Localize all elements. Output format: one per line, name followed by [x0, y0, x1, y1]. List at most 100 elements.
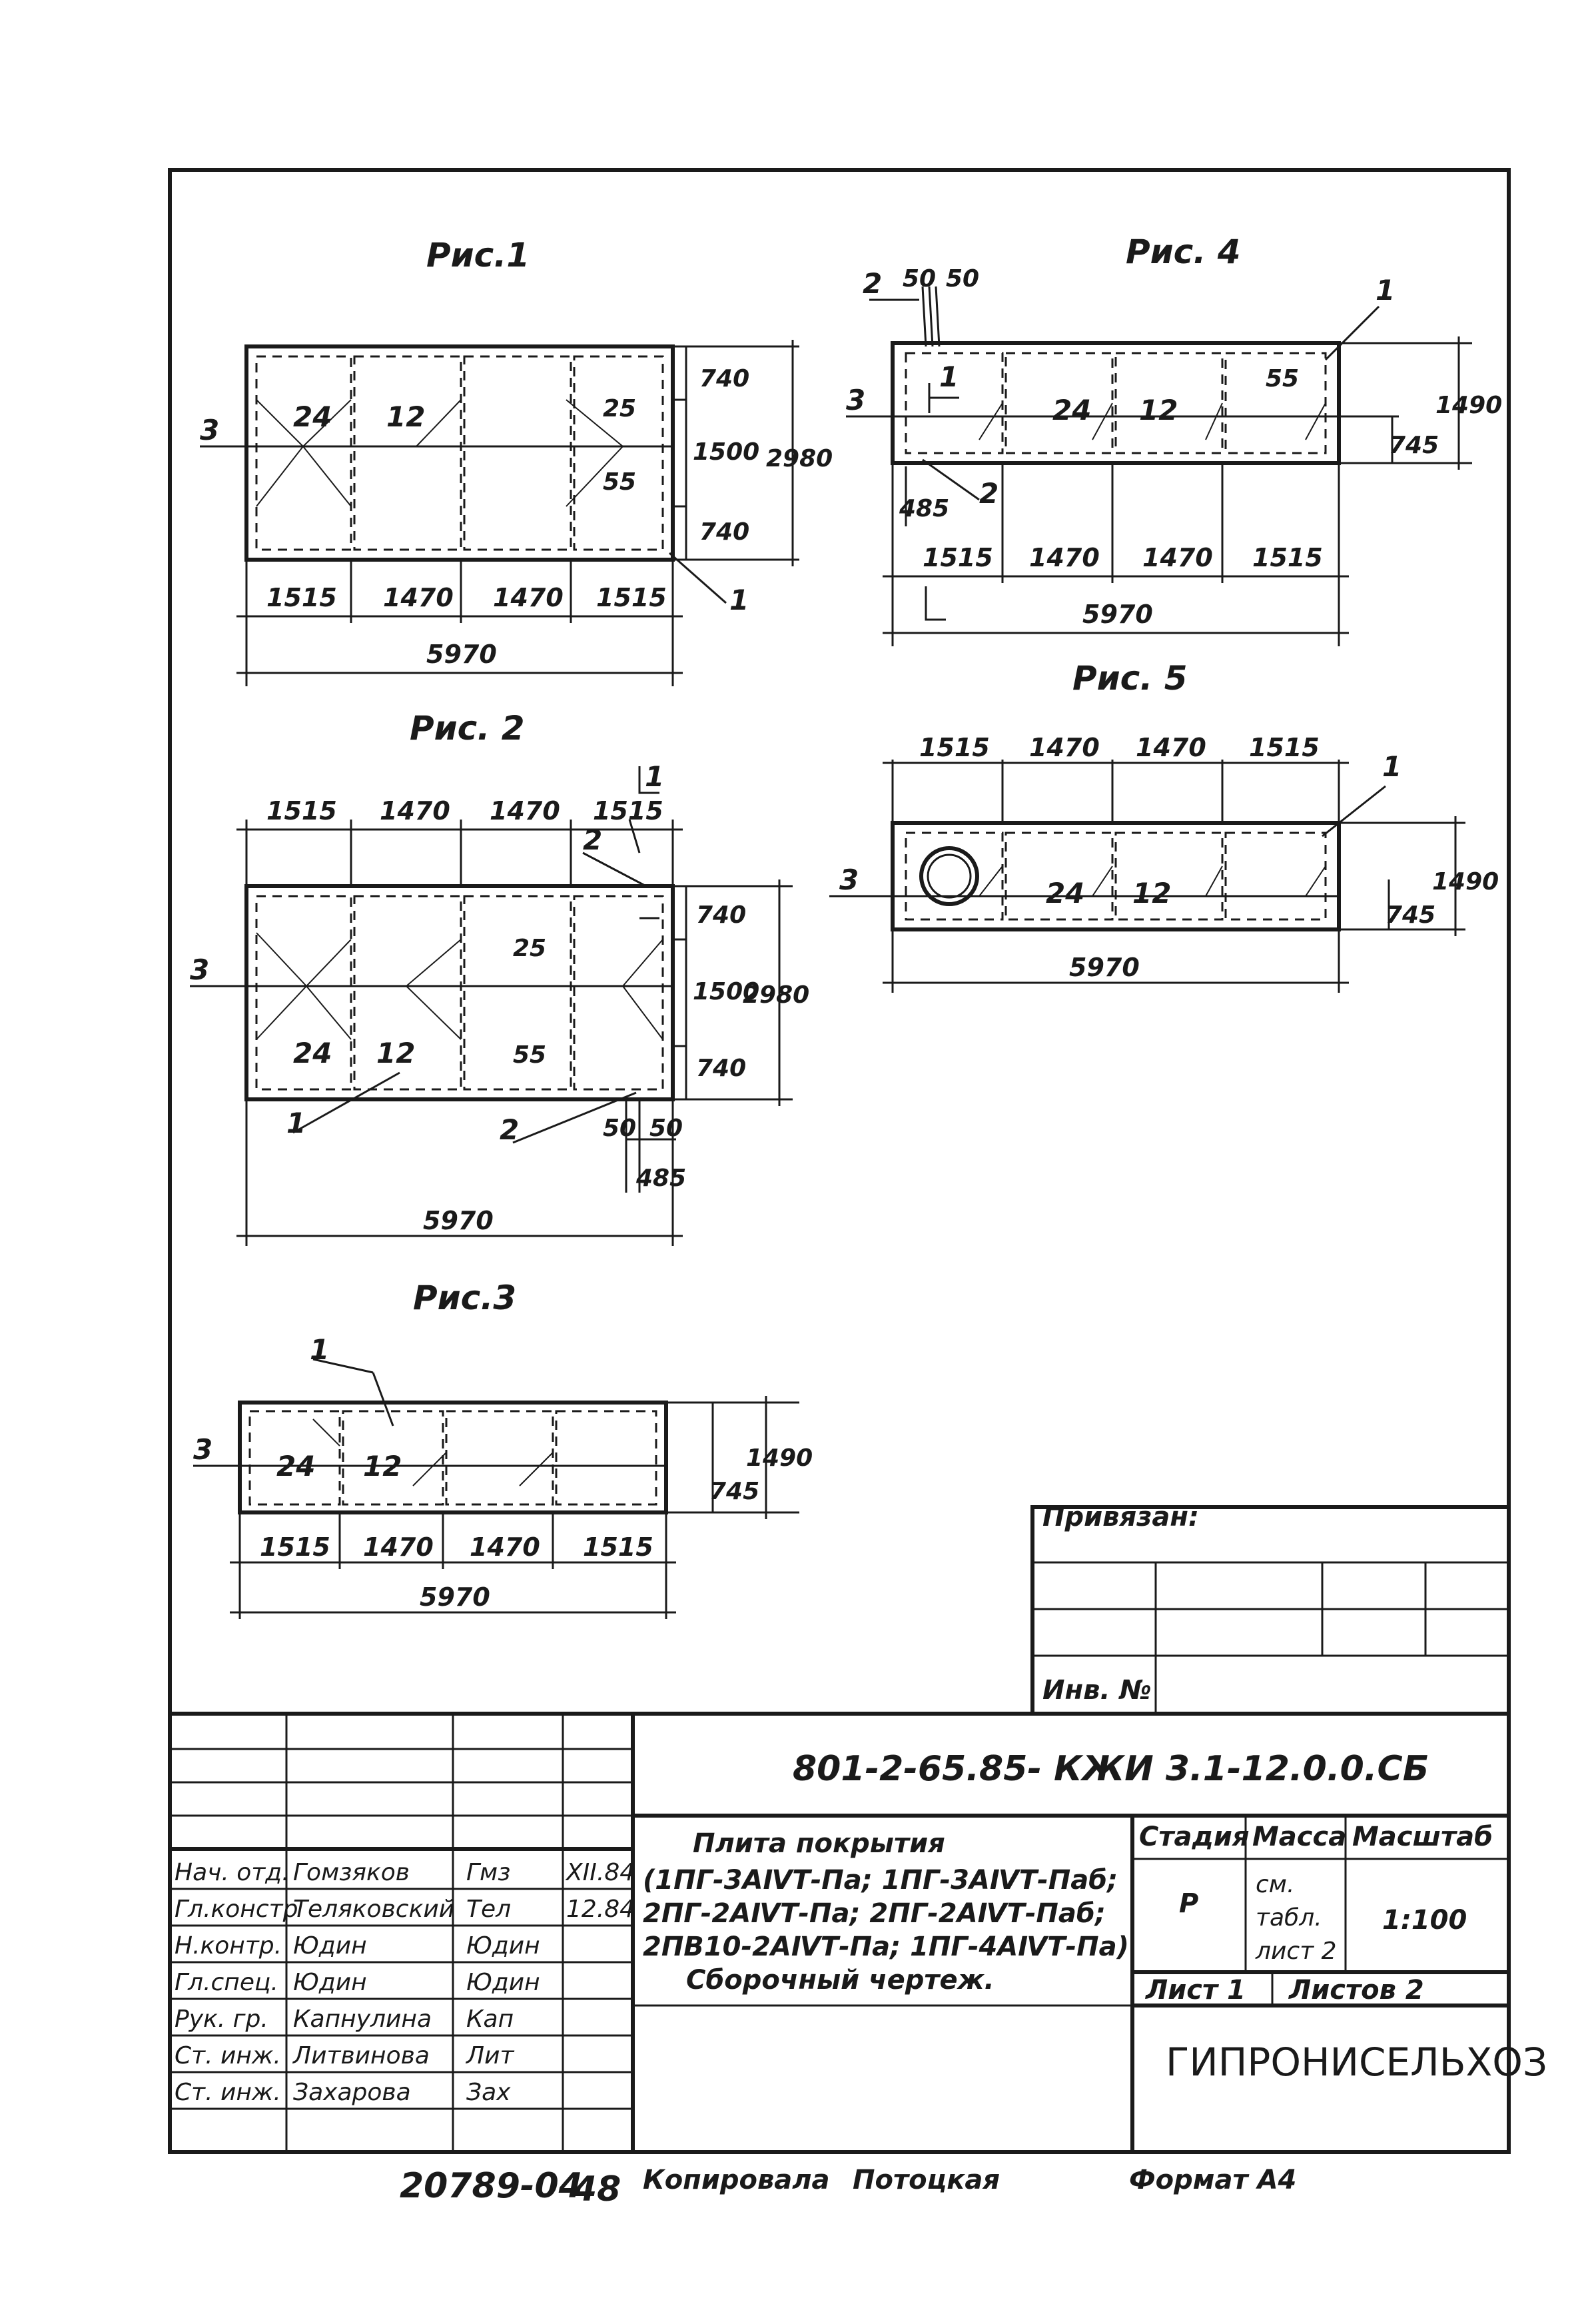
staff-cell: Гл.констр: [175, 1896, 298, 1923]
staff-cell: Нач. отд.: [175, 1859, 290, 1886]
fig2-total: 5970: [423, 1206, 494, 1235]
fig5-total: 5970: [1069, 953, 1140, 982]
staff-cell: 12.84: [566, 1896, 635, 1923]
fig2-w2: 1470: [380, 796, 450, 826]
staff-row: Нач. отд. Гомзяков Гмз XII.84: [175, 1859, 635, 1886]
binding-inv-label: Инв. №: [1042, 1675, 1152, 1706]
fig2-note-485: 485: [635, 1165, 686, 1192]
fig5-mark-24: 24: [1046, 877, 1084, 909]
fig5-title: Рис. 5: [1072, 659, 1188, 698]
fig4-callout-2-top: 2: [863, 267, 882, 300]
stage-value: Р: [1179, 1888, 1198, 1919]
staff-cell: Тел: [466, 1896, 511, 1923]
staff-cell: Теляковский: [293, 1896, 454, 1923]
staff-row: Н.контр. Юдин Юдин: [175, 1932, 540, 1960]
footer-sheet-no: 48: [572, 2169, 621, 2209]
fig2-callout-2-bottom: 2: [500, 1113, 519, 1146]
footer-copied-label: Копировала: [643, 2165, 830, 2195]
fig2-title: Рис. 2: [410, 709, 525, 748]
scale-value: 1:100: [1382, 1905, 1467, 1936]
staff-row: Ст. инж. Литвинова Лит: [175, 2042, 514, 2069]
mass-value-2: табл.: [1256, 1904, 1322, 1932]
fig3-callout-3: 3: [193, 1433, 212, 1466]
fig3-callout-1: 1: [310, 1333, 329, 1366]
fig3-mark-12: 12: [363, 1450, 402, 1482]
fig1-title: Рис.1: [426, 236, 530, 275]
fig3-total: 5970: [420, 1582, 490, 1612]
fig2-mark-24: 24: [293, 1037, 332, 1069]
stage-label: Стадия: [1139, 1822, 1250, 1852]
fig2-section-1: 1: [645, 760, 664, 793]
fig3-w2: 1470: [363, 1532, 434, 1562]
staff-row: Рук. гр. Капнулина Кап: [175, 2006, 514, 2033]
drawing-code: 801-2-65.85- КЖИ 3.1-12.0.0.СБ: [793, 1749, 1429, 1789]
fig2-h1: 740: [696, 901, 746, 929]
fig1-callout-1: 1: [729, 584, 749, 616]
footer-inv-no: 20789-04: [400, 2166, 583, 2206]
fig1-w4: 1515: [596, 583, 667, 612]
fig4-section-1: 1: [939, 360, 959, 393]
fig1-h1: 740: [699, 365, 749, 392]
fig2-w1: 1515: [266, 796, 337, 826]
fig2-small-55: 55: [513, 1041, 546, 1069]
staff-row: Гл.спец. Юдин Юдин: [175, 1969, 540, 1996]
fig2-slab: [190, 766, 793, 1246]
binding-attached-label: Привязан:: [1042, 1502, 1199, 1532]
staff-cell: Юдин: [466, 1932, 540, 1960]
fig4-w1: 1515: [923, 543, 993, 572]
fig1-small-25: 25: [603, 395, 636, 422]
staff-cell: Лит: [465, 2042, 514, 2069]
fig3-w1: 1515: [260, 1532, 330, 1562]
staff-cell: Рук. гр.: [175, 2006, 268, 2033]
fig1-h2: 1500: [693, 438, 759, 466]
staff-cell: Н.контр.: [175, 1932, 282, 1960]
staff-cell: Ст. инж.: [175, 2042, 281, 2069]
fig1-small-55: 55: [603, 468, 636, 496]
mass-value-1: см.: [1256, 1871, 1294, 1898]
fig4-h2: 1490: [1435, 392, 1502, 419]
staff-cell: Захарова: [293, 2079, 411, 2106]
fig4-slab: [846, 286, 1472, 646]
drawing-name-line-2: (1ПГ-3АⅣТ-Па; 1ПГ-3АⅣТ-Паб;: [643, 1865, 1118, 1896]
fig1-h3: 740: [699, 518, 749, 546]
fig3-title: Рис.3: [413, 1279, 516, 1317]
mass-label: Масса: [1252, 1822, 1346, 1852]
fig3-slab: [193, 1358, 799, 1619]
fig5-slab: [829, 760, 1465, 993]
fig5-w2: 1470: [1029, 733, 1100, 762]
fig5-w3: 1470: [1136, 733, 1206, 762]
staff-cell: XII.84: [565, 1859, 635, 1886]
staff-cell: Гмз: [466, 1859, 510, 1886]
fig3-w4: 1515: [583, 1532, 653, 1562]
staff-cell: Юдин: [466, 1969, 540, 1996]
fig2-callout-3: 3: [190, 953, 209, 986]
fig4-w3: 1470: [1142, 543, 1213, 572]
staff-cell: Кап: [466, 2006, 514, 2033]
fig1-mark-24: 24: [293, 400, 332, 433]
fig4-note-485: 485: [899, 495, 949, 522]
fig1-total: 5970: [426, 640, 497, 669]
fig3-h1: 745: [709, 1478, 759, 1505]
fig4-note-50b: 50: [946, 265, 979, 292]
fig2-mark-12: 12: [376, 1037, 415, 1069]
drawing-name-line-1: Плита покрытия: [693, 1828, 945, 1859]
fig5-w4: 1515: [1249, 733, 1320, 762]
fig4-callout-3: 3: [846, 384, 865, 416]
fig2-small-25: 25: [513, 935, 546, 962]
staff-cell: Юдин: [293, 1969, 367, 1996]
staff-cell: Ст. инж.: [175, 2079, 281, 2106]
organization-name: ГИПРОНИСЕЛЬХОЗ: [1166, 2039, 1547, 2085]
fig2-w3: 1470: [490, 796, 560, 826]
drawing-name-line-5: Сборочный чертеж.: [686, 1965, 995, 1996]
fig5-h2: 1490: [1432, 868, 1499, 895]
fig5-callout-1: 1: [1382, 750, 1401, 783]
fig4-mark-24: 24: [1052, 394, 1091, 426]
staff-row: Гл.констр Теляковский Тел 12.84: [175, 1896, 635, 1923]
fig1-slab: [200, 340, 799, 686]
staff-cell: Гомзяков: [293, 1859, 410, 1886]
fig4-note-50a: 50: [903, 265, 936, 292]
staff-cell: Зах: [466, 2079, 511, 2106]
staff-cell: Гл.спец.: [175, 1969, 278, 1996]
footer-format: Формат А4: [1129, 2165, 1296, 2195]
